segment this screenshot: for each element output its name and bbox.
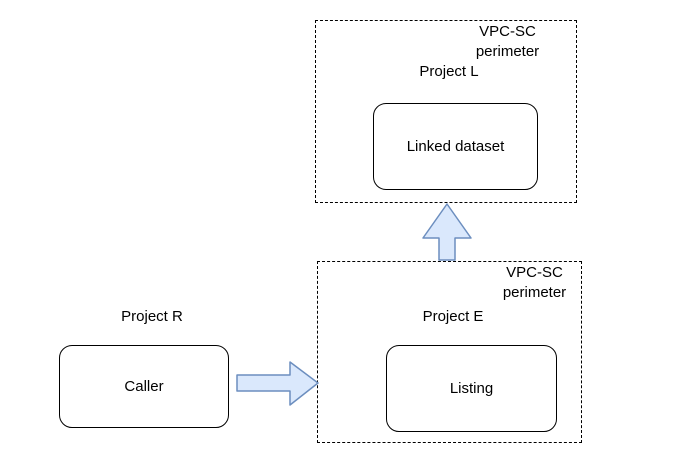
linked-dataset-node: Linked dataset xyxy=(373,103,538,190)
perimeter-label-line1: VPC-SC xyxy=(479,23,536,40)
perimeter-label-line2: perimeter xyxy=(502,284,567,301)
perimeter-label-bottom: VPC-SC perimeter xyxy=(482,263,587,303)
project-e-label: Project E xyxy=(422,308,484,325)
project-r-label: Project R xyxy=(121,308,183,325)
vpc-sc-perimeter-project-e xyxy=(317,261,582,443)
perimeter-label-line1: VPC-SC xyxy=(506,264,563,281)
vpc-sc-perimeter-project-l xyxy=(315,20,577,203)
perimeter-label-top: VPC-SC perimeter xyxy=(455,22,560,62)
arrow-up-icon xyxy=(422,203,472,261)
caller-node: Caller xyxy=(59,345,229,428)
listing-node: Listing xyxy=(386,345,557,432)
arrow-right-icon xyxy=(236,361,319,406)
project-l-label: Project L xyxy=(419,63,479,80)
perimeter-label-line2: perimeter xyxy=(475,43,540,60)
